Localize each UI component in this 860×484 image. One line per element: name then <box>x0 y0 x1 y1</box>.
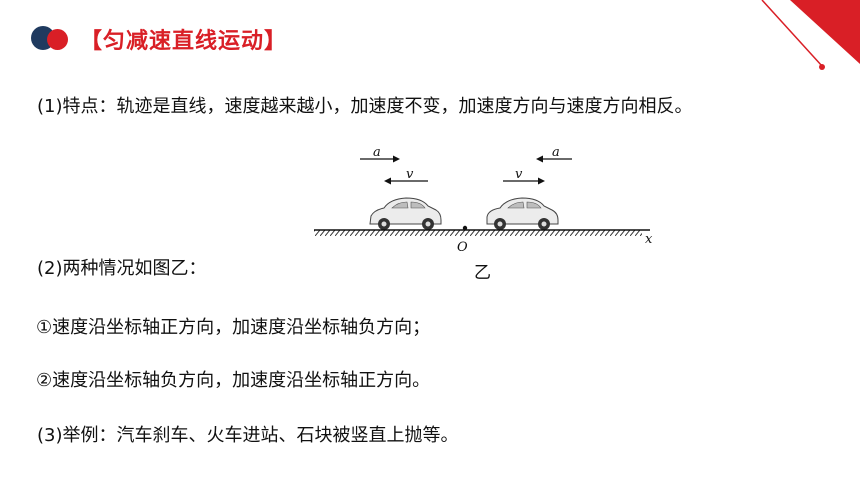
paragraph-feature: (1)特点：轨迹是直线，速度越来越小，加速度不变，加速度方向与速度方向相反。 <box>37 96 693 117</box>
right-velocity-arrow <box>503 177 545 185</box>
left-velocity-label: v <box>406 167 414 182</box>
right-velocity-label: v <box>515 167 523 182</box>
paragraph-cases: (2)两种情况如图乙： <box>37 258 207 279</box>
left-acceleration-arrow <box>360 155 400 163</box>
origin-label: O <box>457 240 468 255</box>
figure-caption: 乙 <box>474 263 491 283</box>
x-axis <box>314 229 650 236</box>
paragraph-examples: (3)举例：汽车刹车、火车进站、石块被竖直上抛等。 <box>37 425 459 446</box>
origin-point <box>462 225 468 231</box>
axis-label: x <box>645 232 653 247</box>
page-title: 【匀减速直线运动】 <box>80 29 288 54</box>
left-velocity-arrow <box>384 177 428 185</box>
left-acceleration-label: a <box>373 145 381 160</box>
paragraph-case-2: ②速度沿坐标轴负方向，加速度沿坐标轴正方向。 <box>36 370 431 391</box>
motion-diagram: a v a v O x <box>314 145 653 255</box>
paragraph-case-1: ①速度沿坐标轴正方向，加速度沿坐标轴负方向； <box>36 317 431 338</box>
right-car-icon <box>486 197 559 230</box>
left-car-icon <box>369 197 442 230</box>
logo-icon <box>31 26 75 52</box>
right-acceleration-label: a <box>552 145 560 160</box>
right-acceleration-arrow <box>536 155 572 163</box>
